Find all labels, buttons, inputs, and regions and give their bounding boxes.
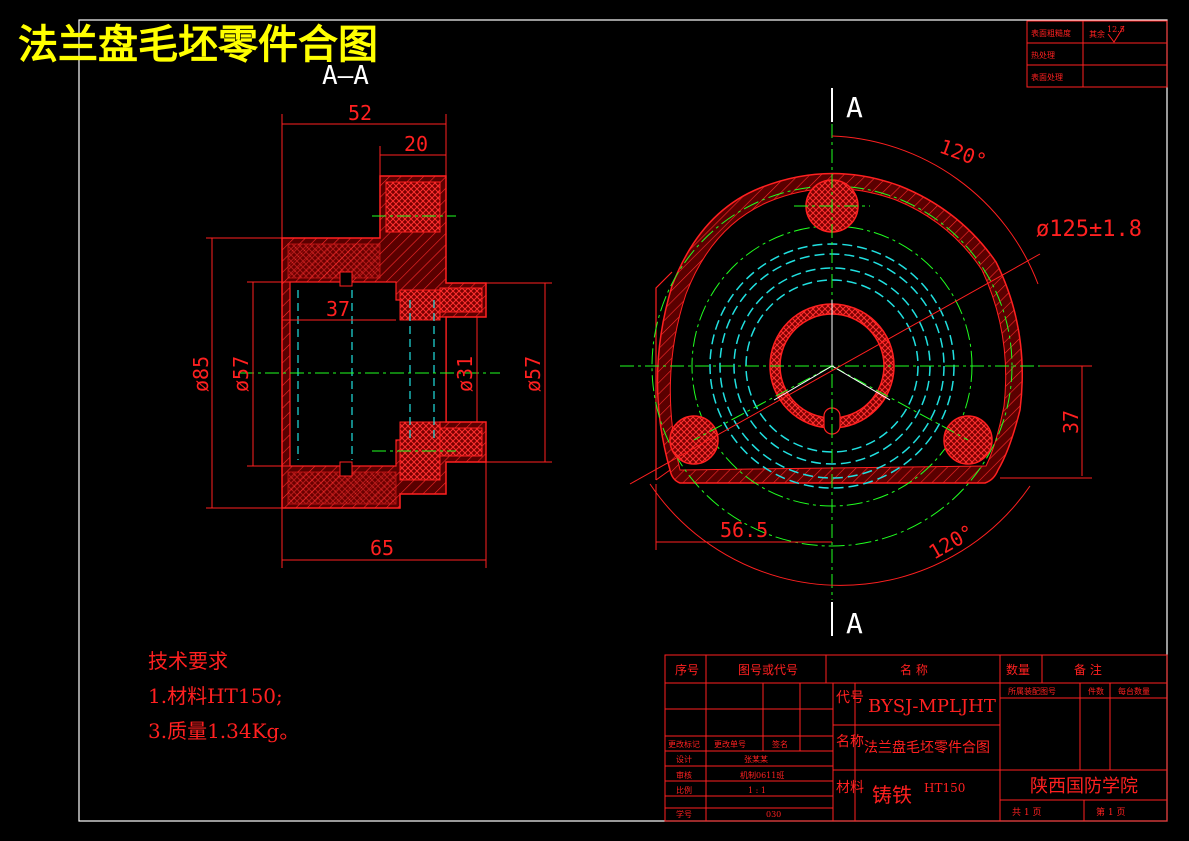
tb-name-value: 法兰盘毛坯零件合图	[864, 739, 990, 756]
tech-req-item2: 3.质量1.34Kg。	[148, 719, 299, 743]
dim-angle-top: 120°	[936, 134, 989, 173]
tb-small-header3: 每台数量	[1118, 686, 1150, 696]
tb-material-label: 材料	[836, 780, 864, 796]
roughness-row1-value: 其余	[1089, 29, 1105, 39]
tb-name-label: 名称	[836, 734, 864, 750]
dim-37-left: 37	[326, 297, 350, 321]
tb-row-mark-sign: 签名	[772, 739, 788, 749]
section-marker-top: A	[831, 88, 863, 124]
dim-52: 52	[348, 101, 372, 125]
dim-56-5: 56.5	[720, 518, 768, 542]
tb-small-header1: 所属装配图号	[1008, 686, 1056, 696]
tb-row-check-label: 审核	[676, 770, 692, 780]
tb-col-name: 名 称	[900, 662, 928, 677]
tb-row-mark-doc: 更改单号	[714, 739, 746, 749]
section-view-body	[240, 175, 500, 509]
section-marker-bottom: A	[831, 602, 863, 640]
tb-col-seq: 序号	[675, 662, 699, 677]
tb-sheets-current: 第 1 页	[1096, 806, 1125, 818]
front-dimension-lines	[629, 135, 1092, 586]
tb-row-no-label: 学号	[676, 809, 692, 819]
tb-sheets-total: 共 1 页	[1012, 807, 1041, 818]
tb-code-value: BYSJ-MPLJHT	[868, 696, 996, 717]
front-view: A A	[620, 88, 1046, 640]
roughness-symbol	[1107, 25, 1125, 43]
dim-37-right: 37	[1059, 410, 1083, 434]
drawing-border	[78, 19, 1168, 822]
dim-dia-31: ø31	[453, 356, 477, 392]
dim-dia-85: ø85	[189, 356, 213, 392]
tech-req-heading: 技术要求	[148, 649, 228, 673]
dim-20: 20	[404, 132, 428, 156]
drawing-title: 法兰盘毛坯零件合图	[18, 22, 378, 68]
tb-col-remark: 备 注	[1074, 662, 1102, 677]
tb-row-scale-label: 比例	[676, 785, 692, 795]
tb-school: 陕西国防学院	[1030, 776, 1138, 797]
dim-dia-125: ø125±1.8	[1036, 217, 1142, 242]
roughness-row3-label: 表面处理	[1031, 72, 1063, 82]
svg-text:A: A	[846, 607, 863, 640]
tb-row-check-value: 机制0611班	[740, 770, 784, 780]
section-dimension-lines	[206, 114, 552, 568]
tb-row-no-value: 030	[766, 810, 781, 819]
tb-row-scale-value: 1 : 1	[748, 786, 766, 795]
tb-small-header2: 件数	[1088, 686, 1104, 696]
title-block-grid	[664, 654, 1168, 822]
tech-req-item1: 1.材料HT150;	[148, 684, 283, 708]
tb-material-value: 铸铁	[872, 783, 912, 807]
dim-angle-bottom: 120°	[925, 519, 979, 564]
dim-dia-57-right: ø57	[521, 356, 545, 392]
dim-dia-57-left: ø57	[229, 356, 253, 392]
tb-col-drawing-no: 图号或代号	[738, 663, 798, 677]
tb-row-mark-label: 更改标记	[668, 739, 700, 749]
tb-material-grade: HT150	[924, 781, 965, 795]
tb-code-label: 代号	[836, 690, 864, 706]
roughness-row1-ra: 12.5	[1107, 25, 1125, 34]
roughness-row2-label: 热处理	[1031, 50, 1055, 60]
dim-65: 65	[370, 536, 394, 560]
tb-row-design-label: 设计	[676, 754, 692, 764]
roughness-box	[1026, 20, 1168, 88]
section-view-label: A—A	[322, 61, 369, 91]
roughness-row1-label: 表面粗糙度	[1031, 28, 1071, 38]
tb-col-qty: 数量	[1006, 662, 1030, 677]
svg-text:A: A	[846, 91, 863, 124]
tb-row-design-value: 张某某	[744, 755, 768, 764]
